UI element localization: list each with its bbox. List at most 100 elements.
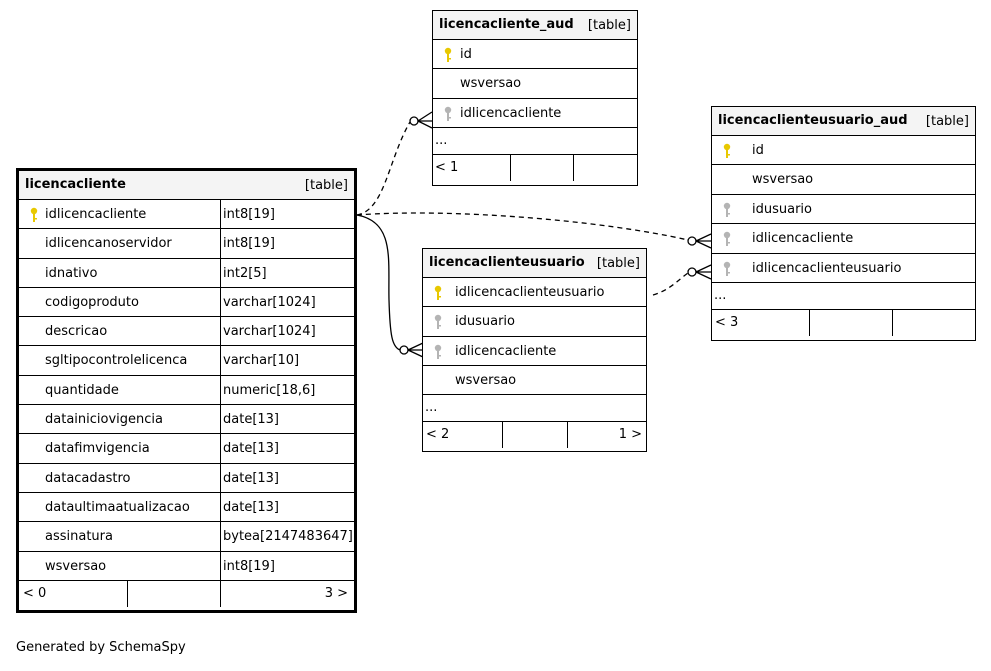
relationship-line-licencacliente-aud — [356, 121, 411, 216]
column-row[interactable]: idlicencacliente int8[19] — [19, 200, 354, 230]
table-footer: < 0 3 > — [19, 580, 354, 607]
table-header: licencacliente_aud [table] — [433, 11, 637, 40]
column-row[interactable]: id — [433, 40, 637, 70]
table-footer: < 1 — [433, 155, 637, 182]
relationship-end-circle — [399, 345, 409, 355]
table-type: [table] — [596, 256, 640, 271]
table-name: licencacliente_aud — [439, 17, 574, 32]
footer-children: 3 > — [324, 585, 348, 601]
relationship-crowfoot — [407, 342, 424, 358]
table-type: [table] — [587, 18, 631, 33]
column-row[interactable]: idusuario — [712, 195, 975, 225]
relationship-crowfoot — [695, 264, 712, 280]
ellipsis-text: ... — [425, 400, 438, 416]
column-row[interactable]: id — [712, 136, 975, 166]
table-ellipsis: ... — [433, 128, 637, 156]
column-row[interactable]: idlicencacliente — [433, 99, 637, 129]
ellipsis-text: ... — [435, 133, 448, 149]
foreign-key-icon — [722, 261, 732, 277]
column-name: wsversao — [45, 558, 107, 574]
table-name: licencaclienteusuario — [429, 255, 585, 270]
footer-children: 1 > — [618, 427, 642, 443]
footer-parents: < 0 — [23, 585, 47, 601]
column-name: idlicencacliente — [455, 343, 557, 359]
column-row[interactable]: idlicencacliente — [712, 224, 975, 254]
column-row[interactable]: wsversao — [423, 366, 646, 396]
relationship-line-licencacliente-usuario — [356, 214, 401, 351]
column-name: idlicencacliente — [752, 231, 854, 247]
column-type: varchar[1024] — [223, 324, 316, 340]
footer-parents: < 3 — [715, 314, 739, 330]
table-ellipsis: ... — [423, 395, 646, 423]
column-row[interactable]: idusuario — [423, 307, 646, 337]
column-row[interactable]: wsversao — [433, 69, 637, 99]
table-name: licencaclienteusuario_aud — [718, 113, 908, 128]
foreign-key-icon — [433, 344, 443, 360]
table-type: [table] — [304, 178, 348, 193]
column-name: id — [460, 47, 472, 62]
relationship-end-circle — [687, 267, 697, 277]
column-type: int8[19] — [223, 207, 275, 222]
relationship-crowfoot — [695, 233, 712, 249]
column-row[interactable]: descricao varchar[1024] — [19, 317, 354, 347]
column-row[interactable]: wsversao int8[19] — [19, 551, 354, 581]
table-header: licencaclienteusuario_aud [table] — [712, 107, 975, 136]
relationship-line-usuario-usuario-aud — [652, 272, 689, 296]
column-type: int2[5] — [223, 265, 267, 281]
column-name: idlicencaclienteusuario — [752, 260, 902, 276]
table-licencaclienteusuario[interactable]: licencaclienteusuario [table] idlicencac… — [422, 248, 647, 452]
foreign-key-icon — [433, 314, 443, 330]
column-type: int8[19] — [223, 558, 275, 574]
primary-key-icon — [433, 285, 443, 301]
column-row[interactable]: datainiciovigencia date[13] — [19, 405, 354, 435]
column-name: wsversao — [752, 172, 814, 188]
column-row[interactable]: idlicencaclienteusuario — [712, 254, 975, 283]
column-name: assinatura — [45, 529, 113, 545]
column-row[interactable]: wsversao — [712, 165, 975, 195]
column-name: wsversao — [455, 372, 517, 388]
column-name: datacadastro — [45, 470, 131, 486]
column-row[interactable]: dataultimaatualizacao date[13] — [19, 492, 354, 523]
footer-parents: < 1 — [435, 160, 459, 176]
column-name: dataultimaatualizacao — [45, 499, 190, 515]
table-ellipsis: ... — [712, 283, 975, 310]
column-type: bytea[2147483647] — [223, 529, 353, 545]
column-type: date[13] — [223, 499, 279, 515]
column-type: date[13] — [223, 412, 279, 428]
table-licencaclienteusuario-aud[interactable]: licencaclienteusuario_aud [table] id wsve… — [711, 106, 976, 341]
column-row[interactable]: idlicencacliente — [423, 337, 646, 366]
table-header: licencaclienteusuario [table] — [423, 249, 646, 278]
table-footer: < 2 1 > — [423, 422, 646, 449]
column-name: datafimvigencia — [45, 441, 150, 457]
column-row[interactable]: assinatura bytea[2147483647] — [19, 522, 354, 552]
foreign-key-icon — [722, 202, 732, 218]
primary-key-icon — [29, 207, 39, 223]
primary-key-icon — [443, 47, 453, 63]
footer-parents: < 2 — [426, 427, 450, 443]
column-name: idusuario — [455, 314, 515, 330]
column-name: codigoproduto — [45, 294, 139, 310]
column-type: numeric[18,6] — [223, 382, 316, 398]
table-header: licencacliente [table] — [19, 171, 354, 200]
column-name: quantidade — [45, 382, 119, 398]
column-name: descricao — [45, 324, 108, 340]
table-name: licencacliente — [25, 177, 126, 192]
column-row[interactable]: quantidade numeric[18,6] — [19, 375, 354, 406]
column-row[interactable]: idlicencaclienteusuario — [423, 278, 646, 308]
ellipsis-text: ... — [714, 287, 727, 303]
column-name: idlicencaclienteusuario — [455, 285, 605, 300]
table-type: [table] — [925, 114, 969, 129]
column-name: idlicencacliente — [45, 207, 147, 222]
relationship-crowfoot — [417, 111, 433, 129]
relationship-end-circle — [687, 236, 697, 246]
column-name: datainiciovigencia — [45, 412, 163, 428]
